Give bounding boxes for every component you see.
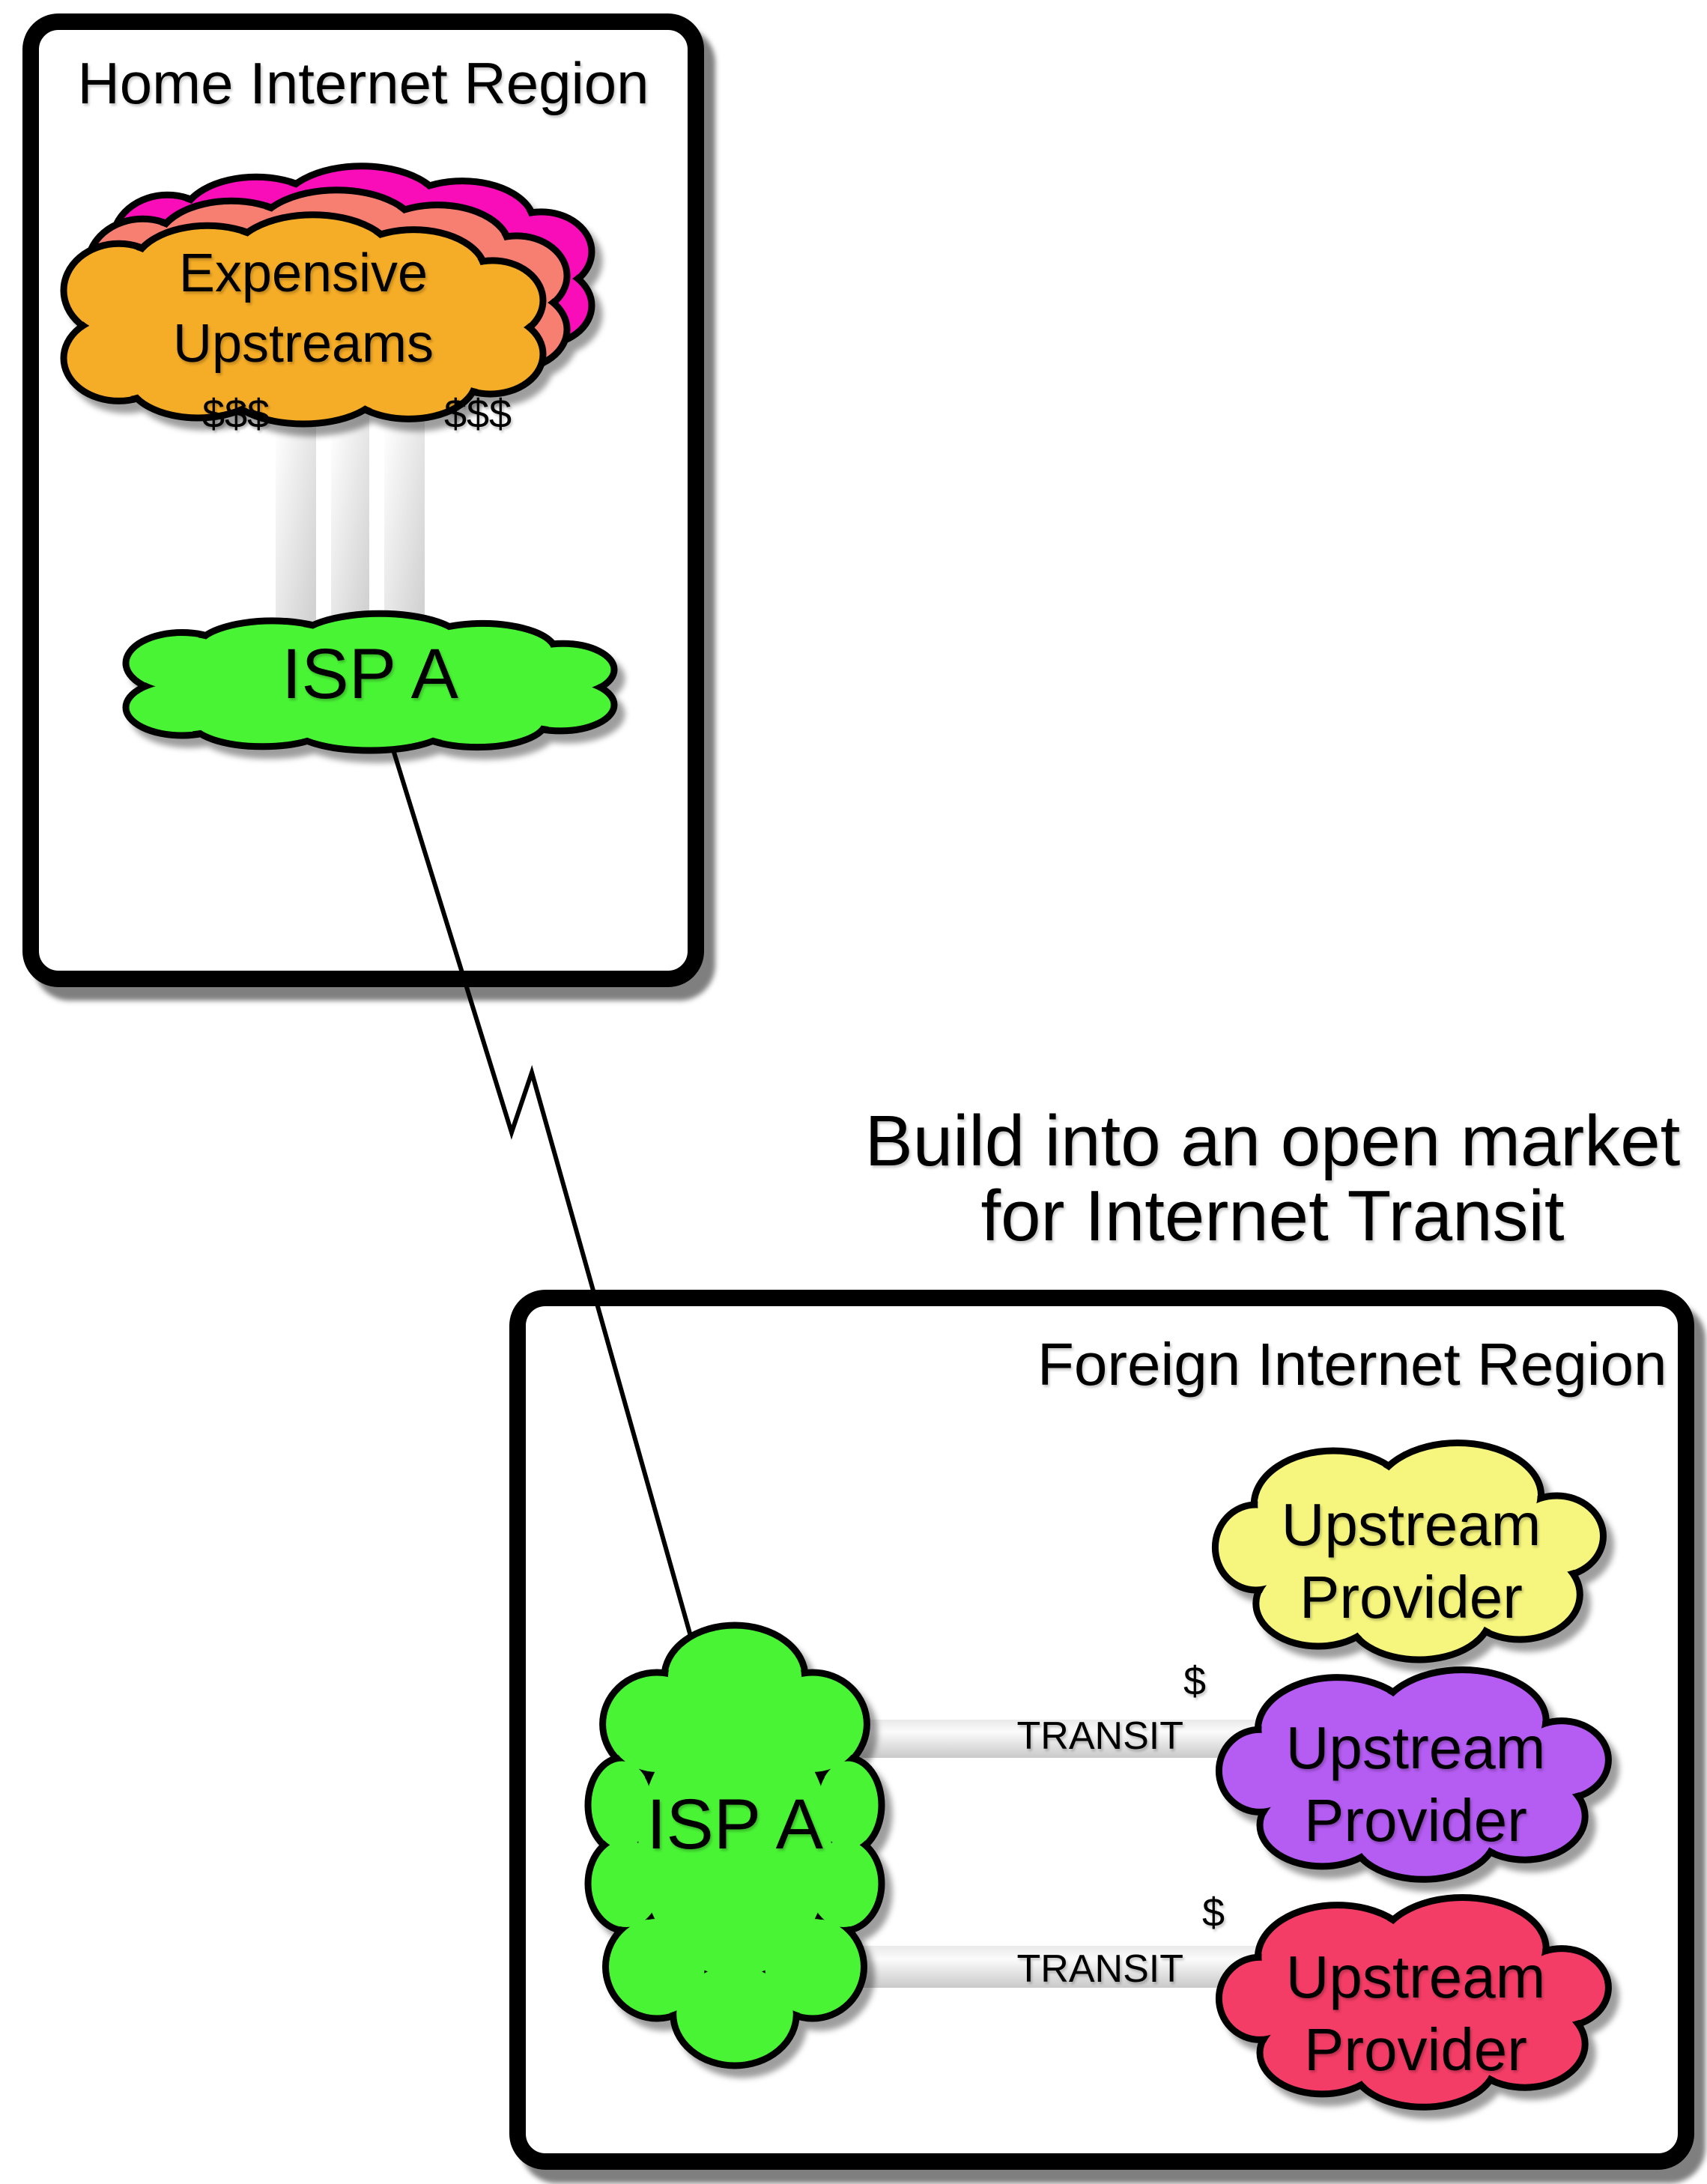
pipe-expensive-right xyxy=(384,382,425,652)
provider-yellow-line2: Provider xyxy=(1300,1564,1523,1631)
transit-label-lower: TRANSIT xyxy=(1016,1947,1183,1991)
provider-purple-line2: Provider xyxy=(1304,1787,1527,1854)
market-heading-line2: for Internet Transit xyxy=(980,1176,1565,1256)
provider-purple-line1: Upstream xyxy=(1285,1714,1546,1781)
upstream-provider-label-yellow: Upstream Provider xyxy=(1217,1488,1605,1634)
expensive-upstreams-line2: Upstreams xyxy=(172,314,434,374)
isp-a-foreign-label: ISP A xyxy=(646,1785,823,1864)
expensive-upstreams-line1: Expensive xyxy=(178,243,428,303)
upstream-provider-label-purple: Upstream Provider xyxy=(1221,1711,1610,1857)
expensive-upstreams-label: Expensive Upstreams xyxy=(64,238,543,379)
pipe-transit-upper xyxy=(824,1720,1273,1758)
pipe-expensive-middle xyxy=(331,382,369,652)
transit-price-upper: $ xyxy=(1183,1659,1207,1704)
provider-red-line2: Provider xyxy=(1304,2016,1527,2083)
cost-label-left: $$$ xyxy=(201,392,270,437)
transit-label-upper: TRANSIT xyxy=(1016,1714,1183,1758)
isp-a-home-label: ISP A xyxy=(282,634,458,714)
pipe-transit-lower xyxy=(824,1946,1273,1988)
market-heading-line1: Build into an open market xyxy=(864,1101,1681,1181)
market-heading: Build into an open market for Internet T… xyxy=(843,1104,1703,1254)
transit-price-lower: $ xyxy=(1201,1890,1225,1935)
provider-red-line1: Upstream xyxy=(1285,1944,1546,2010)
foreign-region-title: Foreign Internet Region xyxy=(1037,1331,1667,1398)
provider-yellow-line1: Upstream xyxy=(1281,1491,1541,1558)
cost-label-right: $$$ xyxy=(443,392,512,437)
upstream-provider-label-red: Upstream Provider xyxy=(1221,1941,1610,2086)
home-region-title: Home Internet Region xyxy=(77,50,649,116)
